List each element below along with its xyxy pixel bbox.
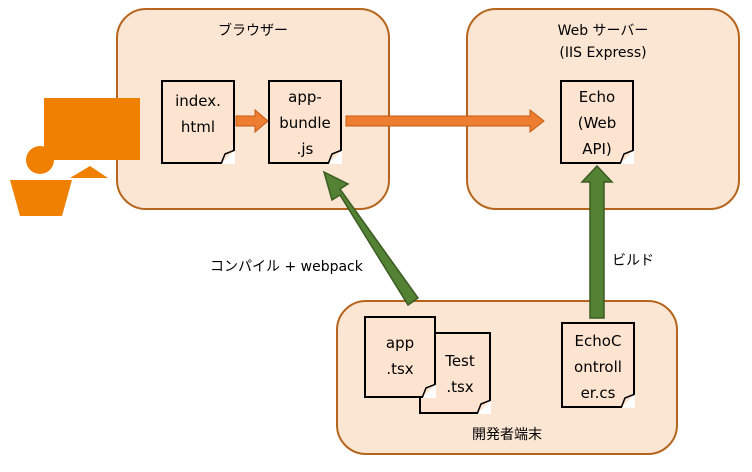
doc-app-bundle-js-label: app- bundle .js	[279, 88, 331, 158]
doc-test-tsx-label: Test .tsx	[445, 352, 475, 396]
compile-webpack-label: コンパイル + webpack	[210, 259, 363, 275]
doc-app-bundle-js: app- bundle .js	[268, 80, 342, 164]
doc-app-tsx-label: app .tsx	[385, 334, 415, 378]
page-fold-icon	[477, 400, 491, 414]
doc-app-tsx: app .tsx	[364, 316, 436, 398]
user-icon	[10, 98, 140, 216]
browser-panel-title: ブラウザー	[218, 23, 288, 39]
page-fold-icon	[221, 150, 235, 164]
page-fold-icon	[620, 150, 634, 164]
doc-echo-controller-cs: EchoC ontroll er.cs	[561, 322, 635, 408]
doc-echo-controller-cs-label: EchoC ontroll er.cs	[574, 332, 622, 402]
arrow-bundle-to-echo	[345, 108, 545, 134]
doc-index-html: index. html	[161, 80, 235, 164]
arrow-index-to-bundle	[235, 108, 269, 134]
doc-echo-web-api: Echo (Web API)	[560, 80, 634, 164]
doc-echo-web-api-label: Echo (Web API)	[577, 88, 617, 158]
page-fold-icon	[328, 150, 342, 164]
arrow-build	[580, 164, 614, 319]
web-server-panel-title: Web サーバー (IIS Express)	[557, 23, 649, 61]
build-label: ビルド	[612, 253, 654, 269]
page-fold-icon	[422, 384, 436, 398]
arrow-compile-webpack	[322, 170, 420, 307]
page-fold-icon	[621, 394, 635, 408]
dev-machine-panel-title: 開発者端末	[472, 427, 542, 443]
doc-index-html-label: index. html	[175, 92, 221, 136]
